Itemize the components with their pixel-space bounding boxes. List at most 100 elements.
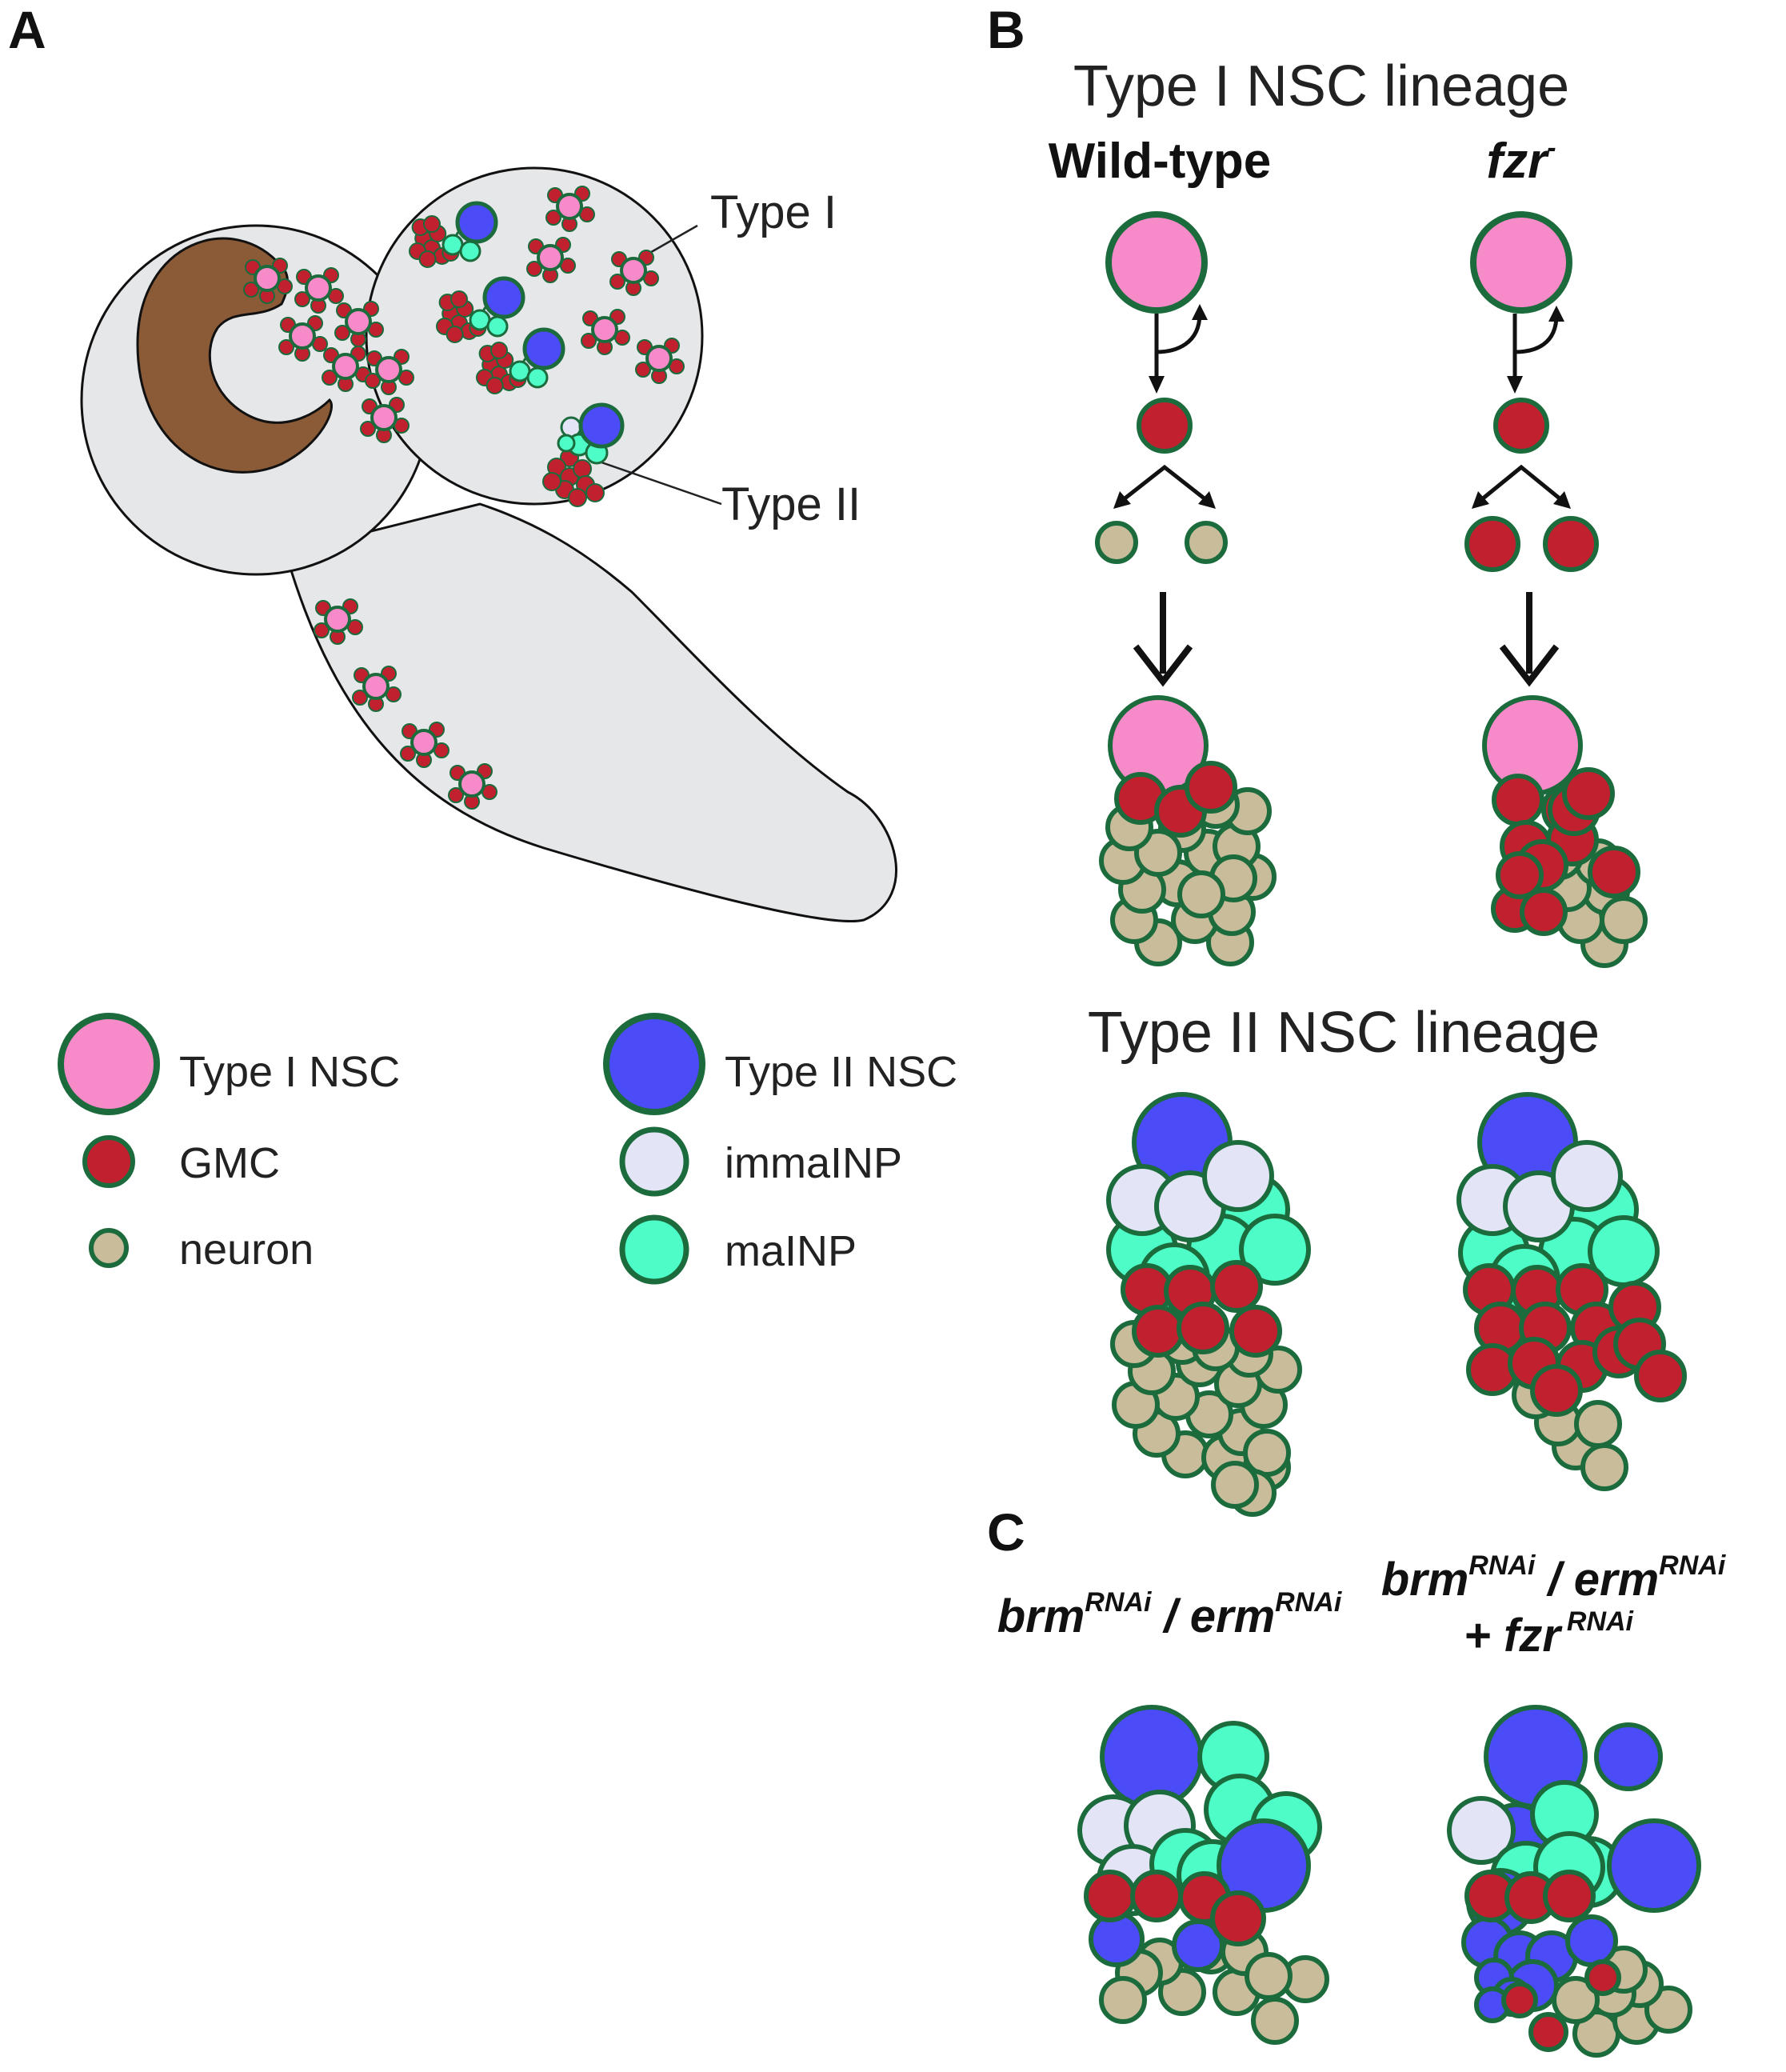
c2-brm-name: brm [1381,1554,1469,1606]
c2-fzr-sup: RNAi [1567,1606,1635,1637]
wt-type1-lineage [1099,695,1277,966]
gmc-cell [1543,1870,1596,1922]
wt-split-arrowhead-right [1198,491,1216,509]
panel-a-letter: A [8,0,46,59]
type1-nsc-cell [556,193,583,220]
type2-callout-label: Type II [721,478,861,530]
gmc-cell [278,339,294,355]
gmc-cell [423,215,441,233]
brm-erm-rnai-label: brmRNAi / ermRNAi [997,1587,1343,1642]
gmc-cell [1496,851,1544,899]
fzr-down-arrowhead-1 [1507,376,1523,394]
wt-self-renew-arrow [1154,313,1202,376]
c-brm-name: brm [997,1590,1085,1642]
type2-nsc-cell [1565,1914,1618,1967]
legend-gmc-label: GMC [179,1139,280,1187]
mainp-cell [469,309,491,331]
wt-type2-lineage [1106,1092,1311,1517]
gmc-cell [334,325,350,341]
type1-nsc-cell [375,356,402,383]
wt-split-arrow [1118,464,1211,504]
fzr-split-arrowhead-left [1472,491,1489,509]
wt-neuron-right [1185,521,1228,564]
type1-callout-label: Type I [710,186,837,238]
panel-b-letter: B [987,0,1025,59]
fzr-mutant-name: fzr [1486,134,1549,189]
mainp-cell [1239,1214,1311,1286]
type1-nsc-clone [545,186,595,232]
gmc-cell [446,326,464,343]
fzr-self-renew-arrowhead [1548,306,1564,322]
type2-nsc-clone [409,201,498,268]
legend-type1-nsc-swatch [58,1013,160,1115]
gmc-cell [526,261,542,277]
mainp-cell [459,240,481,262]
gmc-cell [1530,1364,1583,1417]
brm-erm-fzr-rnai-label-line1: brmRNAi / ermRNAi [1381,1550,1727,1606]
type1-nsc-cell [645,345,673,372]
type1-nsc-clone [581,309,630,355]
gmc-cell [1229,1305,1282,1358]
legend-mainp-swatch [619,1214,689,1285]
c-brm-sup: RNAi [1085,1587,1153,1618]
fzr-self-renew-arrow [1512,314,1559,376]
mainp-cell [442,234,464,256]
type2-nsc-cell [482,276,525,319]
type1-nsc-cell [324,606,351,633]
type1-lineage-title: Type I NSC lineage [1073,54,1569,118]
gmc-cell [609,274,625,290]
fzr-split-arrowhead-right [1553,491,1571,509]
fzr-gmc [1493,398,1549,454]
immainp-cell [1447,1796,1516,1865]
neuron-cell [1574,1400,1622,1448]
gmc-cell [1634,1350,1687,1402]
type1-nsc-clone [294,267,344,314]
c2-plus: + [1464,1610,1504,1662]
neuron-cell [1251,1997,1299,2045]
type1-nsc-clone [526,237,576,283]
neuron-cell [1177,870,1225,918]
gmc-cell [365,373,381,389]
brm-erm-lineage [1077,1705,1329,2045]
type2-callout-line [601,461,722,506]
legend-gmc-swatch [82,1135,135,1188]
c-slash: / [1151,1590,1189,1642]
gmc-cell [542,472,561,491]
type2-nsc-cell [1594,1722,1663,1791]
c-erm-name: erm [1190,1590,1275,1642]
immainp-cell [1551,1140,1623,1212]
legend-immainp-label: immaINP [725,1139,902,1187]
gmc-cell [400,746,416,762]
type1-nsc-clone [609,250,659,296]
mainp-cell [557,434,576,453]
fzr-gmc-right [1543,516,1599,572]
type1-nsc-cell [410,729,438,756]
type1-nsc-cell [591,316,618,343]
fzr-type1-lineage [1482,695,1648,968]
gmc-cell [1492,774,1544,826]
gmc-cell [1210,1260,1263,1313]
lineage-clusters [1077,695,1701,2058]
gmc-cell [294,291,310,307]
c2-erm-name: erm [1574,1554,1659,1606]
wt-split-arrowhead-left [1113,491,1131,509]
gmc-cell [490,342,508,359]
neuron-cell [1211,1461,1259,1509]
gmc-cell [448,787,464,803]
brain-schematic [80,166,897,923]
gmc-cell [1588,846,1640,898]
gmc-cell [1132,1305,1185,1358]
type2-nsc-clone [436,276,525,343]
type1-nsc-clone [365,349,414,395]
type2-nsc-clone [542,402,625,507]
panel-c-letter: C [987,1502,1025,1562]
fzr-type2-lineage [1456,1092,1687,1491]
wt-self-renew-arrowhead [1192,304,1208,320]
gmc-cell [573,459,592,478]
type1-nsc-clone [360,397,410,443]
gmc-cell [1185,761,1237,814]
fzr-mutant-sup: - [1547,133,1556,163]
type1-nsc-cell [345,308,372,335]
type1-nsc-cell [305,274,332,302]
